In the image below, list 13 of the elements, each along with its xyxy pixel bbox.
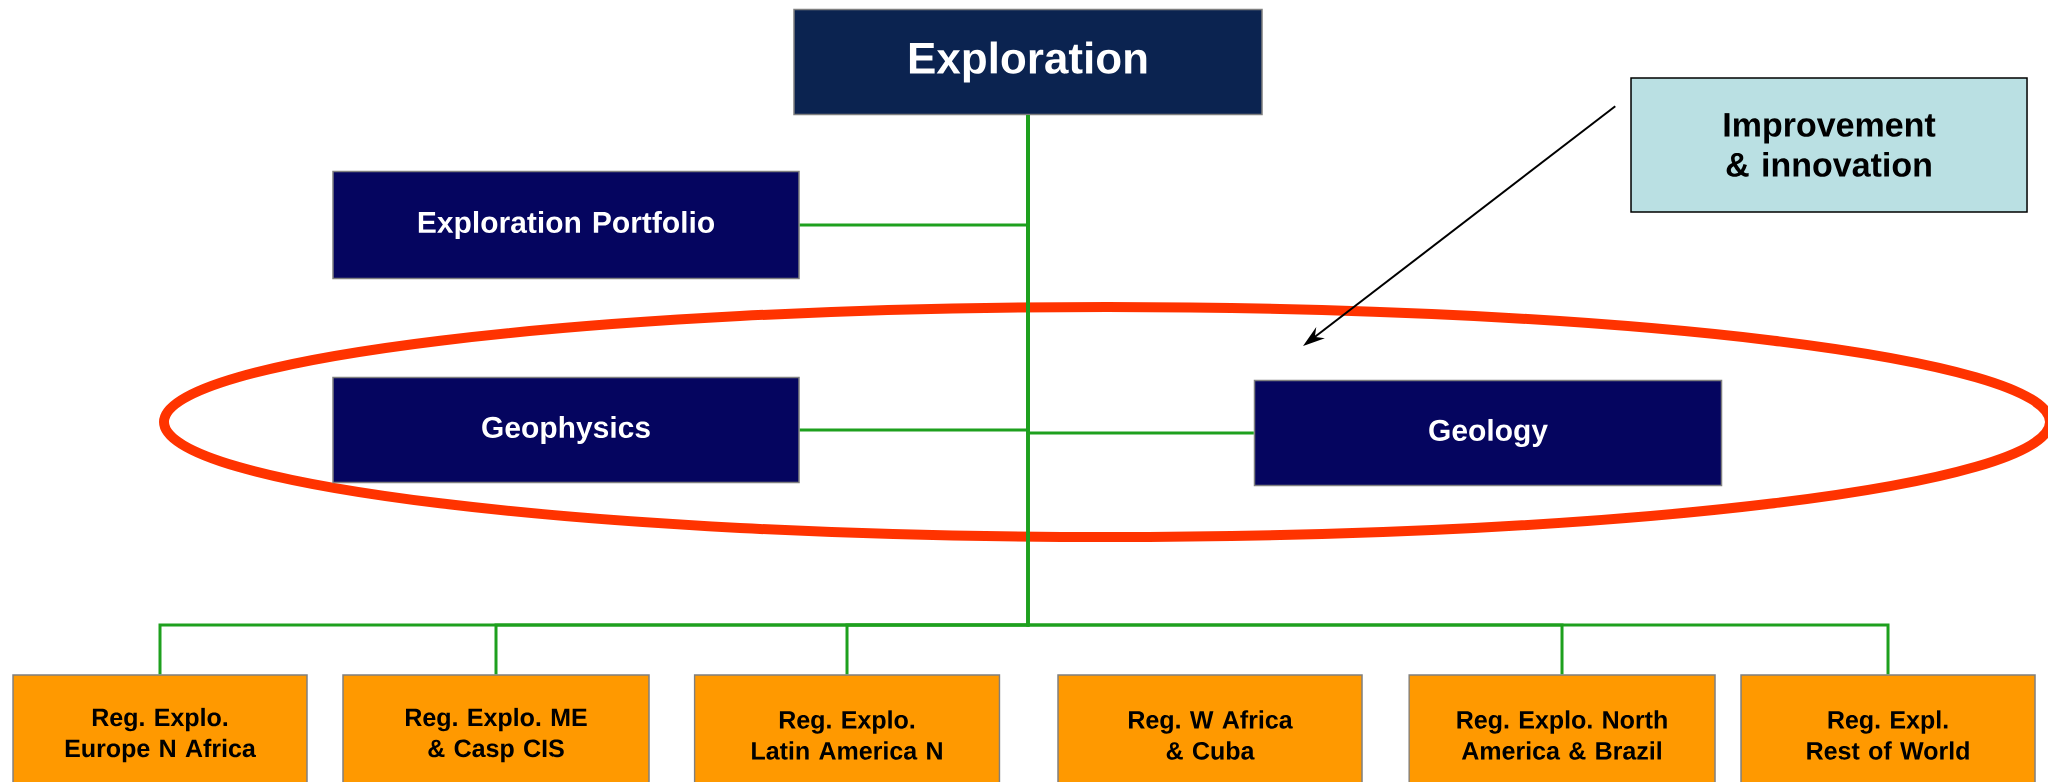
ring bbox=[159, 302, 2048, 542]
unit-box: Geology bbox=[1253, 379, 1723, 487]
unit-box: Geophysics bbox=[332, 376, 800, 484]
region-box: Reg. Expl. Rest of World bbox=[1740, 674, 2036, 782]
title-box: Exploration bbox=[793, 8, 1263, 116]
region-box: Reg. W Africa & Cuba bbox=[1057, 674, 1363, 782]
region-box: Reg. Explo. Latin America N bbox=[693, 674, 1001, 782]
region-box: Reg. Explo. Europe N Africa bbox=[12, 674, 308, 782]
unit-box: Exploration Portfolio bbox=[332, 170, 800, 280]
callout-box: Improvement & innovation bbox=[1630, 77, 2028, 213]
connector-line bbox=[1026, 115, 1890, 675]
region-box: Reg. Explo. North America & Brazil bbox=[1408, 674, 1716, 782]
region-box: Reg. Explo. ME & Casp CIS bbox=[342, 674, 650, 782]
